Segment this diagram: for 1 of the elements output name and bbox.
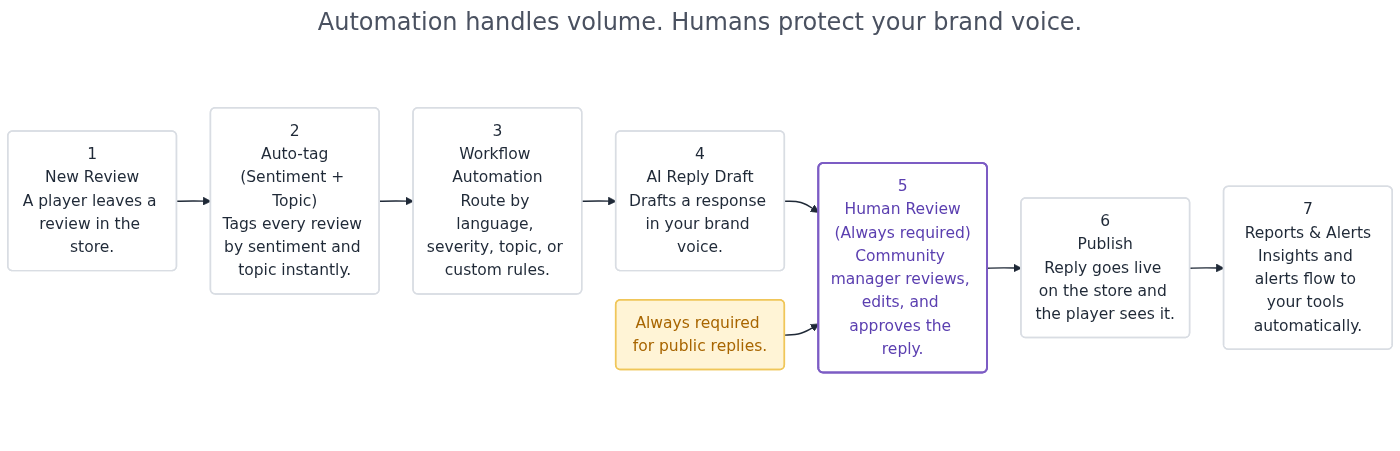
diagram-title: Automation handles volume. Humans protect your brand voice. <box>316 8 1084 36</box>
